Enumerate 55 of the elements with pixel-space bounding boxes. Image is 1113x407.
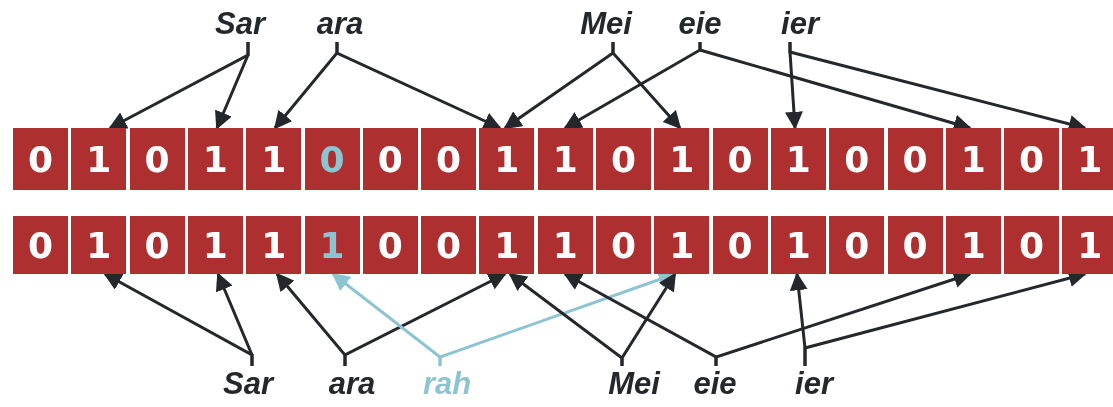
arrow bbox=[215, 42, 250, 130]
bit-cell: 0 bbox=[596, 216, 651, 274]
bit-cell: 1 bbox=[187, 216, 243, 274]
arrow bbox=[335, 42, 502, 130]
bit-cell: 0 bbox=[129, 216, 185, 274]
bit-cell: 1 bbox=[537, 128, 593, 190]
bit-cell: 0 bbox=[712, 128, 768, 190]
bit-cell: 0 bbox=[596, 128, 651, 190]
bit-cell: 0 bbox=[829, 216, 885, 274]
syllable-label: ier bbox=[795, 366, 833, 402]
bit-cell: 0 bbox=[13, 216, 68, 274]
bit-cell: 1 bbox=[246, 128, 302, 190]
bit-cell: 1 bbox=[1062, 128, 1113, 190]
bit-cell: 0 bbox=[362, 128, 418, 190]
bit-cell: 1 bbox=[71, 128, 127, 190]
bit-cell: 1 bbox=[71, 216, 127, 274]
syllable-label: Sar bbox=[215, 6, 265, 42]
syllable-label: Sar bbox=[223, 366, 273, 402]
bit-cell: 1 bbox=[945, 128, 1001, 190]
syllable-label: Mei bbox=[608, 366, 660, 402]
bit-cell: 0 bbox=[421, 128, 477, 190]
bit-cell: 0 bbox=[829, 128, 885, 190]
arrow bbox=[620, 272, 677, 366]
bit-cell: 0 bbox=[1004, 128, 1060, 190]
bit-cell: 1 bbox=[654, 216, 710, 274]
syllable-label: Mei bbox=[580, 6, 632, 42]
bit-cell: 1 bbox=[770, 216, 826, 274]
arrow bbox=[343, 272, 507, 366]
bit-cell: 0 bbox=[1004, 216, 1060, 274]
bit-cell: 0 bbox=[887, 216, 943, 274]
bit-cell: 1 bbox=[187, 128, 243, 190]
bit-cell: 1 bbox=[1062, 216, 1113, 274]
syllable-label: eie bbox=[693, 366, 737, 402]
bit-cell: 1 bbox=[304, 216, 360, 274]
syllable-label: eie bbox=[678, 6, 722, 42]
bit-cell: 0 bbox=[712, 216, 768, 274]
bit-cell: 0 bbox=[304, 128, 360, 190]
bit-cell: 0 bbox=[362, 216, 418, 274]
bit-cell: 1 bbox=[479, 216, 535, 274]
syllable-label: ara bbox=[316, 6, 364, 42]
bit-cell: 1 bbox=[479, 128, 535, 190]
bit-cell: 1 bbox=[770, 128, 826, 190]
arrow bbox=[215, 272, 254, 366]
bit-cell: 0 bbox=[129, 128, 185, 190]
bit-cell: 0 bbox=[887, 128, 943, 190]
syllable-label: rah bbox=[422, 366, 472, 402]
arrow bbox=[611, 42, 682, 130]
bit-cell: 0 bbox=[421, 216, 477, 274]
syllable-label: ier bbox=[781, 6, 819, 42]
bit-cell: 1 bbox=[537, 216, 593, 274]
bit-cell: 1 bbox=[246, 216, 302, 274]
bit-cell: 0 bbox=[13, 128, 68, 190]
bit-cell: 1 bbox=[654, 128, 710, 190]
syllable-label: ara bbox=[328, 366, 376, 402]
bit-cell: 1 bbox=[945, 216, 1001, 274]
